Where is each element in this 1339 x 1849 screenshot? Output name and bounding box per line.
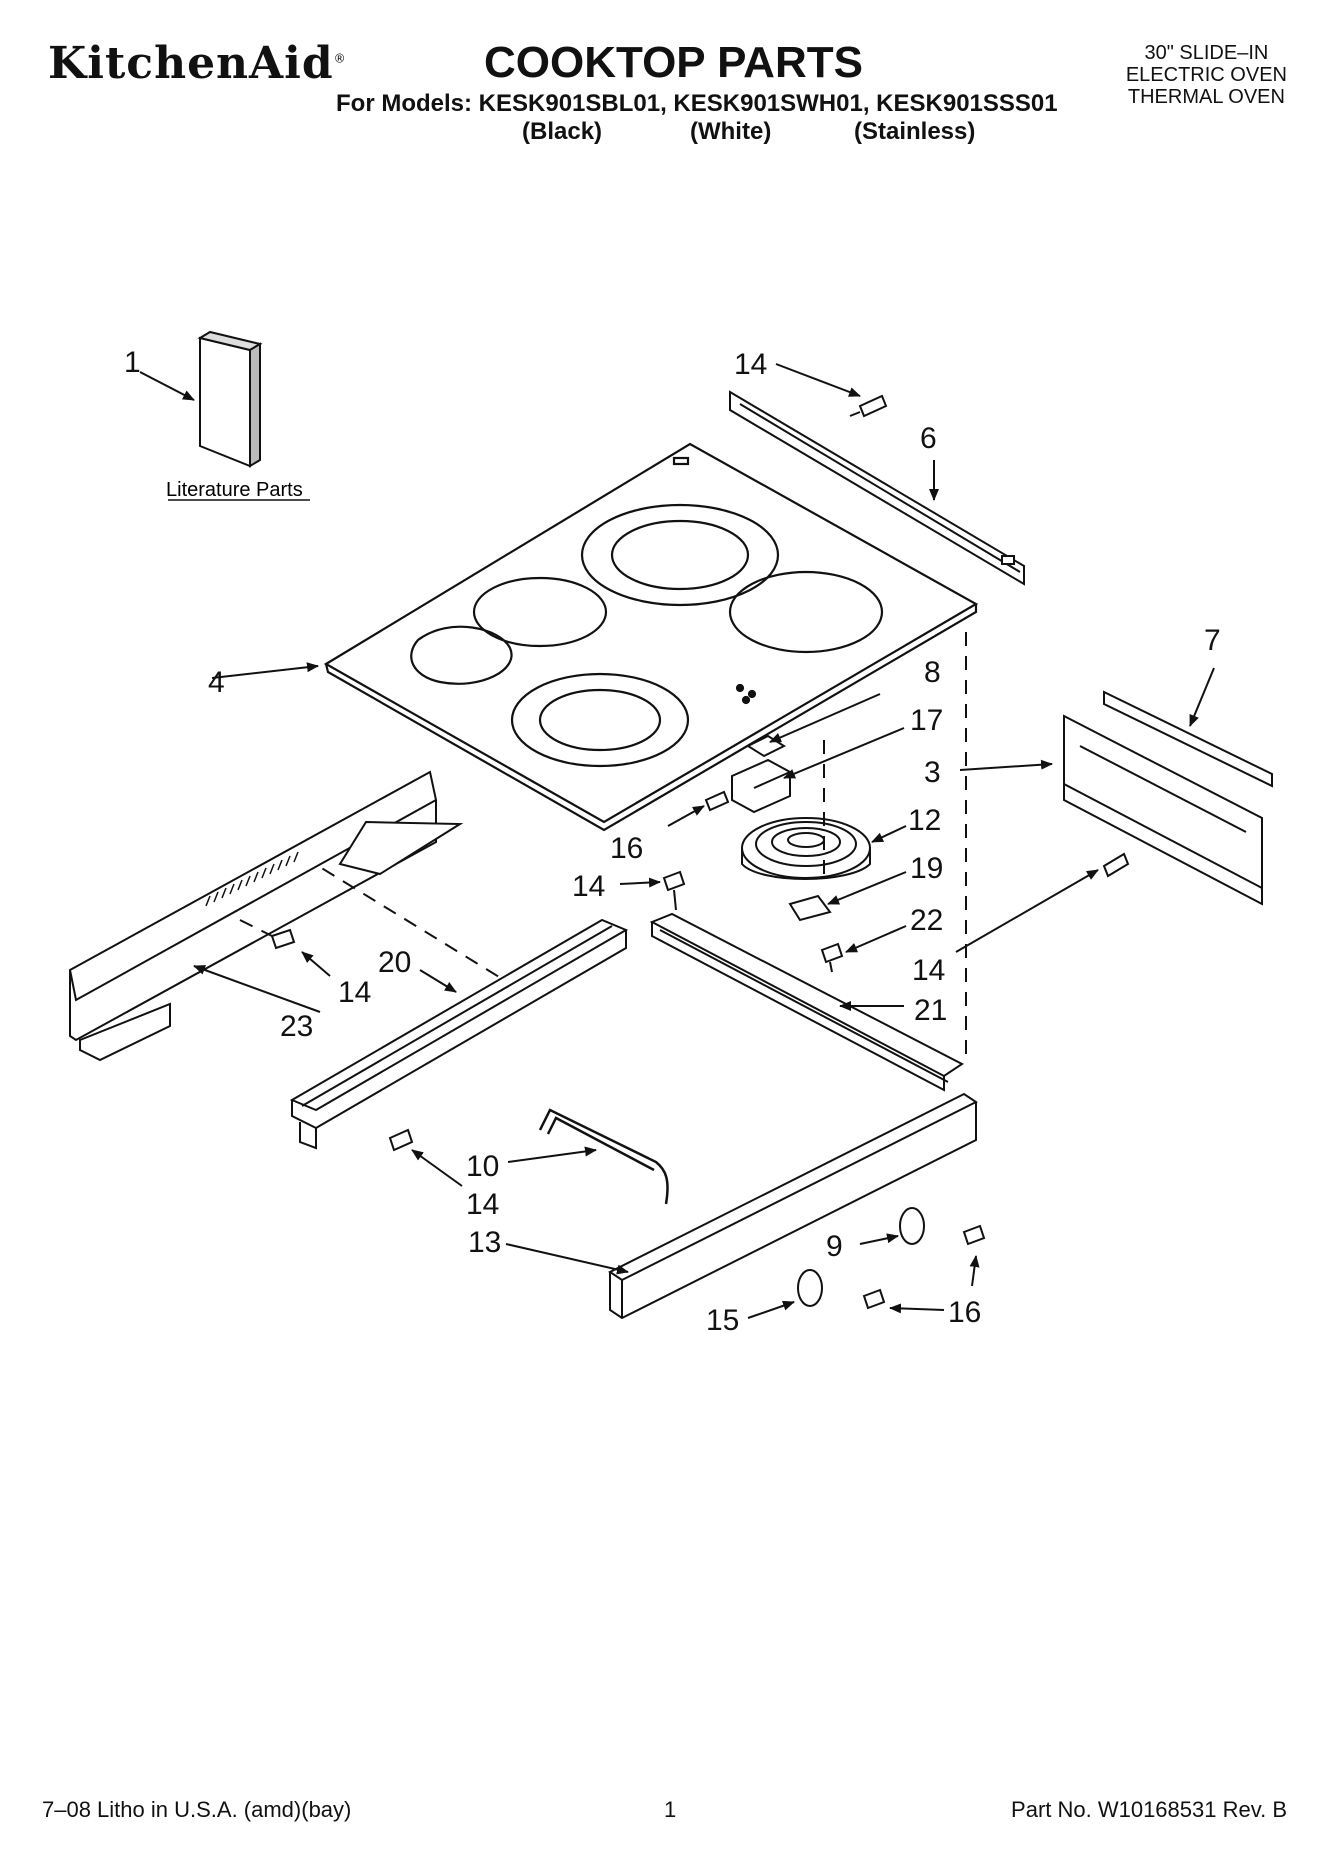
appliance-line-3: THERMAL OVEN xyxy=(1127,86,1285,108)
callout-arrow-8 xyxy=(769,693,881,743)
callout-arrow-15 xyxy=(747,1300,795,1319)
callout-9: 9 xyxy=(826,1230,843,1263)
callout-19: 19 xyxy=(910,852,943,885)
callout-arrow-14-center xyxy=(619,877,661,888)
appliance-type: 30" SLIDE–IN ELECTRIC OVEN THERMAL OVEN xyxy=(1126,42,1287,108)
screw-top xyxy=(849,394,888,418)
element-screw xyxy=(820,942,844,973)
front-trim-strip xyxy=(1103,690,1273,788)
screw-center xyxy=(662,870,686,911)
callout-arrow-23 xyxy=(193,965,321,1013)
callout-10: 10 xyxy=(466,1150,499,1183)
callout-arrow-20 xyxy=(419,969,457,993)
callout-arrow-1 xyxy=(139,371,195,401)
brand-registered-mark: ® xyxy=(333,51,347,66)
callout-21: 21 xyxy=(914,994,947,1027)
callout-arrow-3 xyxy=(959,759,1053,771)
callout-arrow-10 xyxy=(507,1146,597,1163)
part-number: Part No. W10168531 Rev. B xyxy=(1011,1797,1287,1822)
callout-15: 15 xyxy=(706,1304,739,1337)
rear-trim xyxy=(729,390,1025,586)
callout-14-right: 14 xyxy=(912,954,945,987)
literature-parts-label: Literature Parts xyxy=(166,479,303,501)
callout-14-lower-left: 14 xyxy=(466,1188,499,1221)
page-title: COOKTOP PARTS xyxy=(484,38,863,87)
callout-16-upper: 16 xyxy=(610,832,643,865)
appliance-line-2: ELECTRIC OVEN xyxy=(1125,64,1287,86)
models-line: For Models: KESK901SBL01, KESK901SWH01, … xyxy=(336,90,1058,117)
callout-arrow-16-upper xyxy=(667,805,705,827)
callout-16-lower: 16 xyxy=(948,1296,981,1329)
callout-arrow-16-lower-a xyxy=(969,1255,980,1287)
channel-rail xyxy=(289,918,629,1150)
callout-arrow-14-lower-left xyxy=(411,1149,463,1187)
literature-parts-booklet xyxy=(197,330,263,468)
callout-8: 8 xyxy=(924,656,941,689)
callout-14-center: 14 xyxy=(572,870,605,903)
callout-arrow-14-right xyxy=(955,869,1099,953)
callout-17: 17 xyxy=(910,704,943,737)
callout-arrow-22 xyxy=(845,925,907,953)
appliance-line-1: 30" SLIDE–IN xyxy=(1144,42,1269,64)
side-bracket xyxy=(1063,714,1263,906)
color-white: (White) xyxy=(690,118,772,145)
color-stainless: (Stainless) xyxy=(854,118,976,145)
screw-16-upper xyxy=(704,790,730,812)
page-number: 1 xyxy=(664,1797,677,1822)
radiant-element xyxy=(741,817,871,880)
front-support-bar xyxy=(649,912,964,1092)
callout-arrow-14-top xyxy=(775,363,861,397)
front-frame xyxy=(608,1092,978,1320)
callout-20: 20 xyxy=(378,946,411,979)
callout-23: 23 xyxy=(280,1010,313,1043)
screw-16-lower-b xyxy=(862,1288,886,1310)
brand-logo: KitchenAid® xyxy=(48,38,347,89)
callout-1: 1 xyxy=(124,346,141,379)
callout-6: 6 xyxy=(920,422,937,455)
callout-arrow-12 xyxy=(871,825,907,843)
screw-16-lower-a xyxy=(962,1224,986,1246)
callout-arrow-4 xyxy=(211,662,319,679)
callout-arrow-13 xyxy=(505,1243,629,1275)
callout-4: 4 xyxy=(208,666,225,699)
terminal-bracket xyxy=(731,758,791,814)
left-side-rail xyxy=(68,770,464,1062)
color-black: (Black) xyxy=(522,118,603,145)
bracket-15 xyxy=(797,1269,823,1307)
screw-lower-left xyxy=(388,1128,414,1152)
screw-left xyxy=(270,928,296,950)
callout-13: 13 xyxy=(468,1226,501,1259)
litho-info: 7–08 Litho in U.S.A. (amd)(bay) xyxy=(42,1797,352,1822)
callout-arrow-7 xyxy=(1189,667,1215,727)
handle-bracket xyxy=(538,1108,669,1205)
callout-22: 22 xyxy=(910,904,943,937)
callout-arrow-19 xyxy=(827,871,907,905)
callout-arrow-16-lower-b xyxy=(889,1303,945,1314)
glass-cooktop xyxy=(323,442,979,832)
callout-7: 7 xyxy=(1204,624,1221,657)
screw-right xyxy=(1102,852,1130,878)
element-clip xyxy=(788,894,832,922)
callout-14-top: 14 xyxy=(734,348,767,381)
callout-arrow-9 xyxy=(859,1233,899,1245)
bracket-9 xyxy=(899,1207,925,1245)
callout-arrow-14-left xyxy=(301,951,331,977)
callout-14-left: 14 xyxy=(338,976,371,1009)
callout-arrow-17 xyxy=(783,727,905,779)
brand-name: KitchenAid xyxy=(48,38,334,89)
callout-12: 12 xyxy=(908,804,941,837)
callout-3: 3 xyxy=(924,756,941,789)
